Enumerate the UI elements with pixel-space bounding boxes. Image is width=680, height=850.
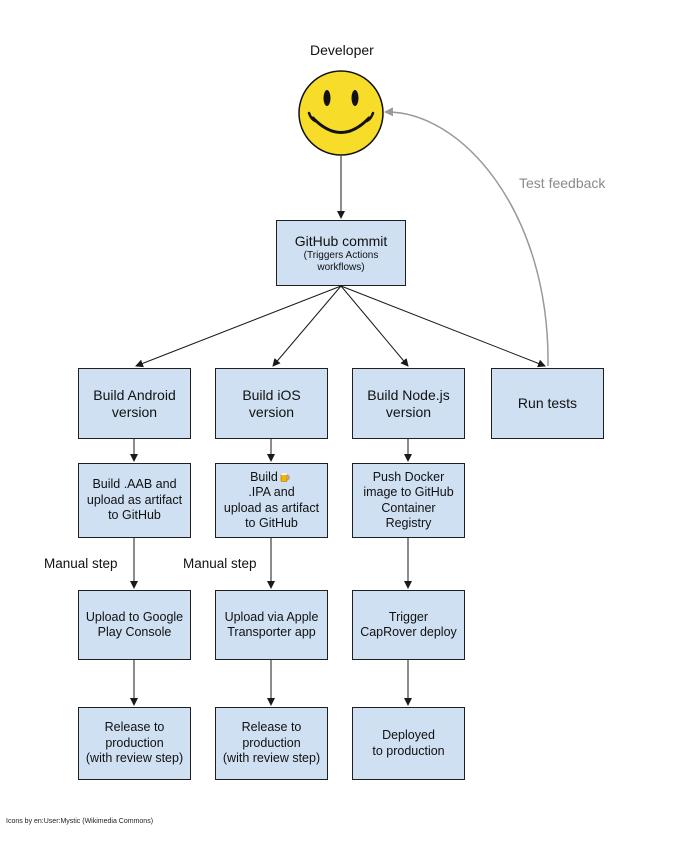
icon-credit: Icons by en:User:Mystic (Wikimedia Commo… (6, 818, 154, 825)
github-commit-box: GitHub commit (Triggers Actions workflow… (276, 220, 406, 286)
build-aab-box: Build .AAB and upload as artifact to Git… (78, 463, 191, 538)
run-tests-box: Run tests (491, 368, 604, 439)
deployed-box: Deployed to production (352, 707, 465, 780)
release-ios-label: Release to production (with review step) (222, 720, 321, 766)
upload-apple-transporter-box: Upload via Apple Transporter app (215, 590, 328, 660)
deployed-label: Deployed to production (372, 728, 445, 758)
smiley-face-icon (298, 70, 384, 156)
upload-google-play-label: Upload to Google Play Console (85, 609, 184, 640)
build-android-label: Build Android version (93, 386, 176, 420)
build-ipa-first-line: Build (250, 470, 293, 486)
arrow-commit-to-ios (272, 285, 342, 367)
upload-google-play-box: Upload to Google Play Console (78, 590, 191, 660)
build-ios-box: Build iOS version (215, 368, 328, 439)
build-aab-label: Build .AAB and upload as artifact to Git… (86, 477, 183, 523)
manual-step-ios-label: Manual step (183, 556, 257, 571)
beer-mug-icon (280, 472, 290, 482)
test-feedback-arrow (384, 107, 549, 367)
developer-label: Developer (310, 42, 374, 58)
release-android-label: Release to production (with review step) (85, 720, 184, 766)
push-docker-label: Push Docker image to GitHub Container Re… (363, 469, 454, 531)
run-tests-label: Run tests (517, 395, 578, 411)
build-ipa-prefix: Build (250, 469, 278, 484)
upload-apple-transporter-label: Upload via Apple Transporter app (224, 609, 319, 640)
build-ipa-box: Build .IPA and upload as artifact to Git… (215, 463, 328, 538)
trigger-caprover-label: Trigger CapRover deploy (360, 609, 457, 640)
manual-step-android-label: Manual step (44, 556, 118, 571)
push-docker-box: Push Docker image to GitHub Container Re… (352, 463, 465, 538)
arrow-commit-to-tests (340, 285, 546, 368)
github-commit-title: GitHub commit (294, 232, 388, 249)
arrow-commit-to-node (340, 285, 409, 367)
build-node-label: Build Node.js version (367, 386, 450, 420)
build-ios-label: Build iOS version (242, 386, 301, 420)
test-feedback-label: Test feedback (519, 175, 606, 191)
release-android-box: Release to production (with review step) (78, 707, 191, 780)
build-ipa-label: .IPA and upload as artifact to GitHub (223, 485, 320, 530)
build-android-box: Build Android version (78, 368, 191, 439)
github-commit-subtitle: (Triggers Actions workflows) (303, 249, 379, 273)
build-node-box: Build Node.js version (352, 368, 465, 439)
trigger-caprover-box: Trigger CapRover deploy (352, 590, 465, 660)
release-ios-box: Release to production (with review step) (215, 707, 328, 780)
arrow-commit-to-android (135, 285, 342, 368)
